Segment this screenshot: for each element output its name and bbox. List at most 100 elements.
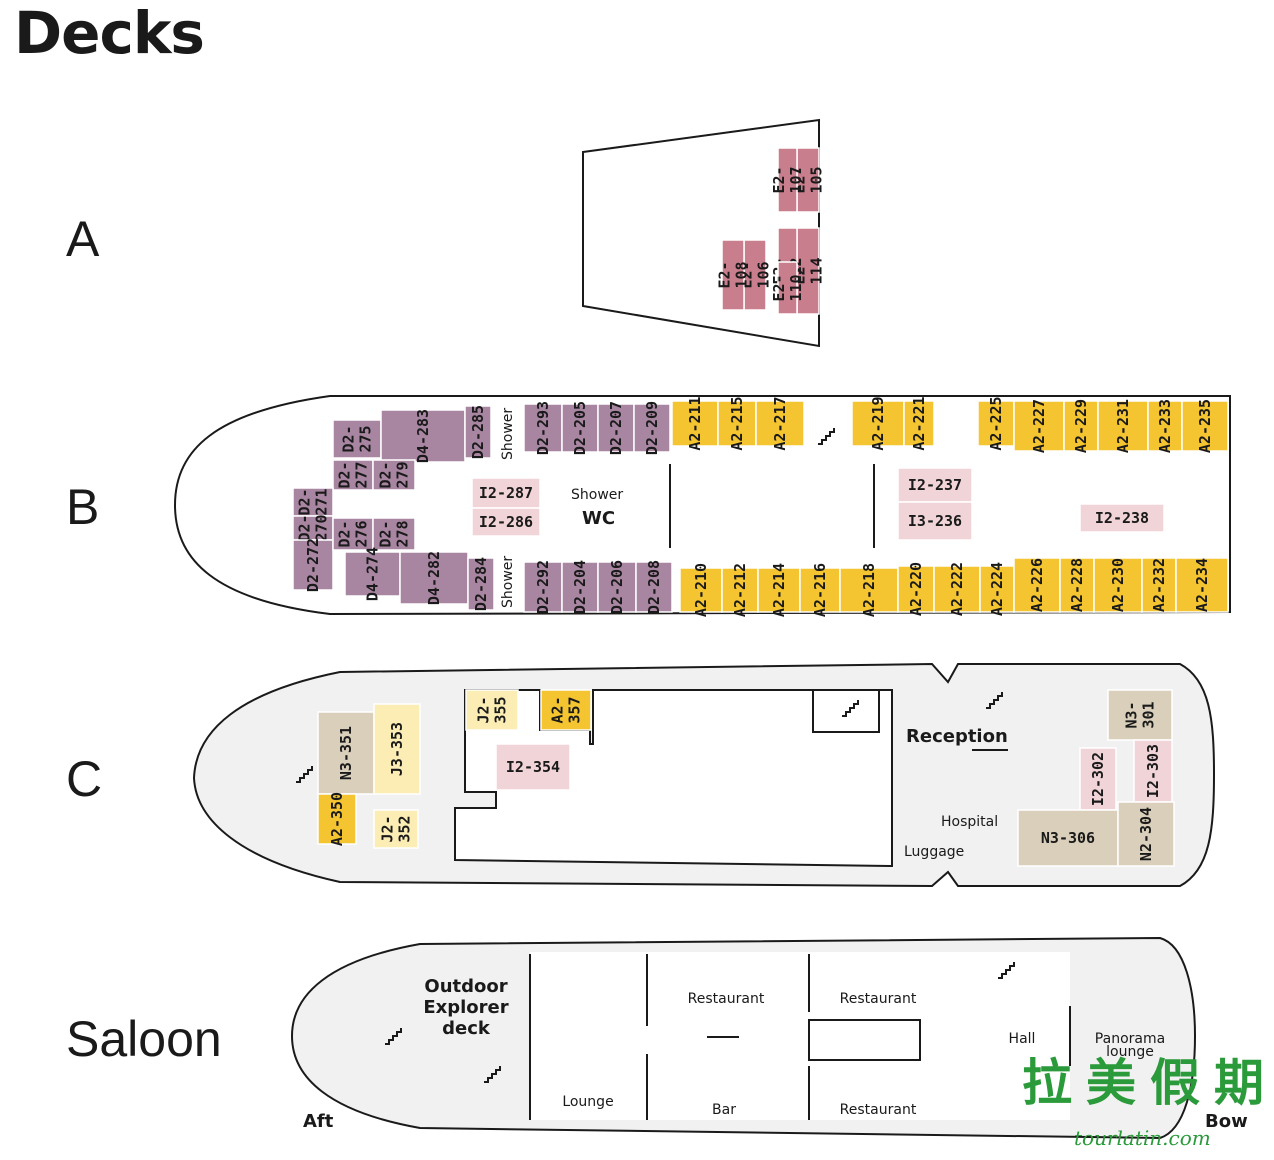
lounge-label: Lounge <box>562 1094 613 1110</box>
cabin-d2-270[interactable]: D2-270 <box>292 514 334 542</box>
shower-label: Shower <box>571 487 623 503</box>
cabin-d2-208[interactable]: D2-208 <box>635 560 673 614</box>
cabin-d4-283[interactable]: D4-283 <box>380 409 466 463</box>
cabin-label: D2-204 <box>571 560 589 614</box>
cabin-label: A2-350 <box>328 792 346 846</box>
cabin-a2-226[interactable]: A2-226 <box>1013 557 1061 613</box>
cabin-d2-205[interactable]: D2-205 <box>561 401 599 455</box>
cabin-a2-233[interactable]: A2-233 <box>1147 399 1183 453</box>
cabin-d2-272[interactable]: D2-272 <box>292 538 334 592</box>
stairs-icon <box>484 1066 501 1083</box>
cabin-a2-227[interactable]: A2-227 <box>1013 399 1065 453</box>
cabin-a2-217[interactable]: A2-217 <box>755 396 805 451</box>
cabin-d2-204[interactable]: D2-204 <box>561 560 599 614</box>
cabin-label: D2-293 <box>534 401 552 455</box>
cabin-a2-211[interactable]: A2-211 <box>671 396 719 451</box>
cabin-a2-229[interactable]: A2-229 <box>1063 399 1099 453</box>
cabin-d2-285[interactable]: D2-285 <box>464 405 492 459</box>
cabin-d2-207[interactable]: D2-207 <box>597 401 635 455</box>
cabin-n3-301[interactable]: N3-301 <box>1107 689 1173 741</box>
cabin-label: D2-285 <box>469 405 487 459</box>
cabin-e2-107[interactable]: E2-107 <box>770 147 805 213</box>
cabin-d2-279[interactable]: D2-279 <box>372 459 416 491</box>
cabin-shape <box>777 261 798 315</box>
cabin-a2-357[interactable]: A2-357 <box>540 689 592 731</box>
cabin-a2-210[interactable]: A2-210 <box>679 563 723 617</box>
cabin-a2-225[interactable]: A2-225 <box>977 396 1015 451</box>
cabin-shape <box>977 400 1015 447</box>
cabin-a2-235[interactable]: A2-235 <box>1181 399 1229 453</box>
cabin-n2-304[interactable]: N2-304 <box>1117 801 1175 867</box>
cabin-a2-232[interactable]: A2-232 <box>1141 557 1177 613</box>
cabin-a2-214[interactable]: A2-214 <box>757 563 801 617</box>
cabin-label: A2-215 <box>728 396 746 450</box>
cabin-shape <box>495 743 571 791</box>
cabin-d2-209[interactable]: D2-209 <box>633 401 671 455</box>
cabin-i2-303[interactable]: I2-303 <box>1133 739 1173 803</box>
cabin-label: D2-207 <box>607 401 625 455</box>
cabin-i2-287[interactable]: I2-287 <box>471 477 541 509</box>
cabin-label: D4-283 <box>414 409 432 463</box>
cabin-a2-228[interactable]: A2-228 <box>1059 557 1095 613</box>
cabin-i2-238[interactable]: I2-238 <box>1079 503 1165 533</box>
cabin-d2-278[interactable]: D2-278 <box>372 517 416 551</box>
cabin-label: I2-237 <box>908 476 962 494</box>
cabin-label: J3-353 <box>388 722 406 776</box>
cabin-i3-236[interactable]: I3-236 <box>897 501 973 541</box>
bow-label: Bow <box>1205 1111 1248 1132</box>
cabin-a2-231[interactable]: A2-231 <box>1097 399 1149 453</box>
stairs-icon <box>842 700 859 717</box>
cabin-label: I2-302 <box>1089 752 1107 806</box>
cabin-a2-230[interactable]: A2-230 <box>1093 557 1143 613</box>
cabin-j2-352[interactable]: J2-352 <box>373 809 419 849</box>
cabin-shape <box>373 809 419 849</box>
cabin-a2-216[interactable]: A2-216 <box>799 563 841 617</box>
cabin-d2-292[interactable]: D2-292 <box>523 560 563 614</box>
cabin-a2-219[interactable]: A2-219 <box>851 396 905 451</box>
cabin-e2-108[interactable]: E2-108 <box>716 239 751 311</box>
cabin-label: I2-238 <box>1095 509 1149 527</box>
cabin-i2-354[interactable]: I2-354 <box>495 743 571 791</box>
cabin-a2-215[interactable]: A2-215 <box>717 396 757 451</box>
cabin-a2-350[interactable]: A2-350 <box>317 792 357 846</box>
cabin-label: E2- <box>770 166 788 193</box>
cabin-d4-282[interactable]: D4-282 <box>399 551 469 605</box>
cabin-d2-275[interactable]: D2-275 <box>332 419 382 459</box>
cabin-shape <box>1079 747 1117 811</box>
cabin-label: A2-228 <box>1068 558 1086 612</box>
outdoor-explorer-deck-label: deck <box>442 1018 491 1039</box>
cabin-d2-277[interactable]: D2-277 <box>332 459 374 491</box>
cabin-shape <box>897 501 973 541</box>
cabin-j2-355[interactable]: J2-355 <box>465 689 519 731</box>
cabin-label: I2-287 <box>479 484 533 502</box>
cabin-j3-353[interactable]: J3-353 <box>373 703 421 795</box>
cabin-a2-212[interactable]: A2-212 <box>721 563 759 617</box>
cabin-a2-222[interactable]: A2-222 <box>933 562 981 616</box>
cabin-a2-220[interactable]: A2-220 <box>897 562 935 616</box>
cabin-a2-224[interactable]: A2-224 <box>979 562 1015 616</box>
cabin-n3-306[interactable]: N3-306 <box>1017 809 1119 867</box>
cabin-d2-284[interactable]: D2-284 <box>467 557 495 611</box>
cabin-label: A2-234 <box>1193 558 1211 612</box>
cabin-d2-276[interactable]: D2-276 <box>332 517 374 551</box>
cabin-d4-274[interactable]: D4-274 <box>344 547 401 601</box>
cabin-i2-302[interactable]: I2-302 <box>1079 747 1117 811</box>
cabin-label: E2- <box>716 261 734 288</box>
cabin-n3-351[interactable]: N3-351 <box>317 711 375 795</box>
cabin-d2-293[interactable]: D2-293 <box>523 401 563 455</box>
cabin-shape <box>1181 400 1229 452</box>
luggage-label: Luggage <box>904 844 964 860</box>
cabin-i2-286[interactable]: I2-286 <box>471 507 541 537</box>
cabin-label: J2- <box>379 815 397 842</box>
cabin-e2-110[interactable]: E2-110 <box>770 261 805 315</box>
cabin-d2-271[interactable]: D2-271 <box>292 487 334 517</box>
cabin-shape <box>471 477 541 509</box>
cabin-a2-218[interactable]: A2-218 <box>839 563 899 617</box>
cabin-a2-221[interactable]: A2-221 <box>903 396 935 451</box>
cabin-d2-206[interactable]: D2-206 <box>597 560 637 614</box>
bar-label: Bar <box>712 1102 736 1118</box>
cabin-i2-237[interactable]: I2-237 <box>897 467 973 503</box>
cabin-label: A2-217 <box>771 396 789 450</box>
cabin-shape <box>372 517 416 551</box>
cabin-a2-234[interactable]: A2-234 <box>1175 557 1229 613</box>
